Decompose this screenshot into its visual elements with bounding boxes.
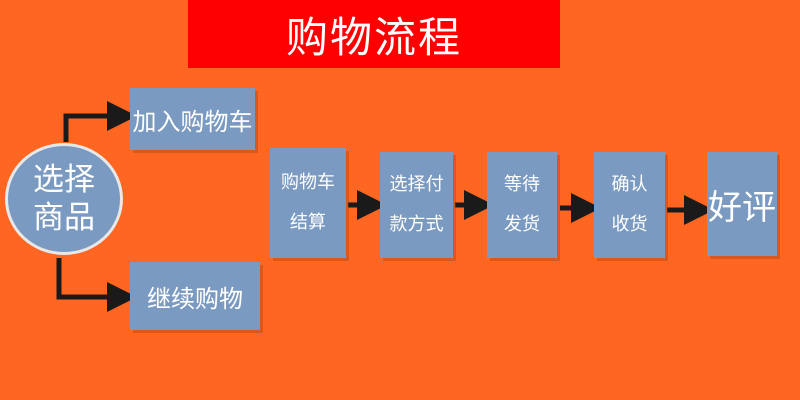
node-confirm-receipt: 确认 收货 [594, 152, 665, 258]
node-await-shipping: 等待 发货 [487, 152, 557, 258]
node-await-shipping-line2: 发货 [504, 214, 540, 235]
node-positive-review-label: 好评 [708, 187, 776, 228]
diagram-title: 购物流程 [285, 12, 462, 62]
title-banner: 购物流程 [188, 0, 560, 68]
node-add-to-cart: 加入购物车 [130, 88, 255, 150]
node-checkout: 购物车 结算 [270, 148, 346, 258]
node-positive-review: 好评 [707, 152, 777, 256]
connector-start-to-add-cart [63, 101, 137, 142]
connector-start-to-continue [56, 258, 137, 312]
node-confirm-receipt-line2: 收货 [611, 214, 648, 235]
node-select-payment-line1: 选择付 [389, 174, 444, 195]
start-node-select-product: 选择 商品 [5, 143, 123, 255]
node-checkout-line2: 结算 [290, 212, 326, 233]
node-await-shipping-line1: 等待 [504, 174, 540, 195]
node-continue-shopping-label: 继续购物 [147, 284, 243, 313]
node-select-payment-line2: 款方式 [389, 214, 444, 235]
node-confirm-receipt-line1: 确认 [611, 174, 648, 195]
node-checkout-line1: 购物车 [281, 172, 335, 193]
start-node-line2: 商品 [33, 200, 95, 236]
node-add-to-cart-label: 加入购物车 [132, 107, 253, 136]
node-select-payment: 选择付 款方式 [380, 152, 453, 258]
start-node-line1: 选择 [33, 162, 95, 198]
node-continue-shopping: 继续购物 [130, 262, 260, 330]
